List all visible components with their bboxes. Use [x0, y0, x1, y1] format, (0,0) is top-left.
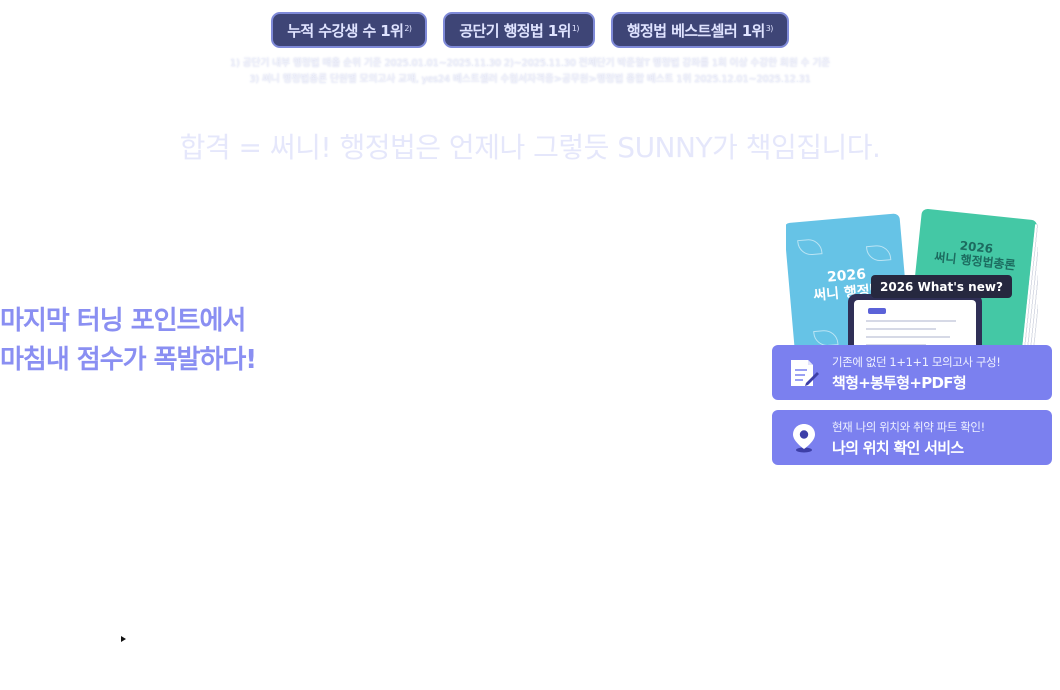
headline-line-1: 마지막 터닝 포인트에서	[0, 306, 246, 336]
headline: 마지막 터닝 포인트에서 마침내 점수가 폭발하다!	[0, 302, 257, 380]
slogan: 합격 = 써니! 행정법은 언제나 그렇듯 SUNNY가 책임집니다.	[179, 131, 881, 164]
feature-subtitle: 기존에 없던 1+1+1 모의고사 구성!	[832, 355, 1001, 369]
feature-card-mock-exam: 기존에 없던 1+1+1 모의고사 구성! 책형+봉투형+PDF형	[772, 345, 1052, 400]
play-icon[interactable]	[121, 636, 126, 642]
feature-subtitle: 현재 나의 위치와 취약 파트 확인!	[832, 420, 985, 434]
book-covers-image: 2026 써니 행정법총론 2026 써니 행정법	[786, 208, 1038, 348]
badge-label: 행정법 베스트셀러 1위	[626, 21, 765, 40]
feature-card-position-check: 현재 나의 위치와 취약 파트 확인! 나의 위치 확인 서비스	[772, 410, 1052, 465]
footnote-line: 1) 공단기 내부 행정법 매출 순위 기준 2025.01.01~2025.1…	[229, 58, 831, 69]
badge-footnote-ref: 2)	[404, 23, 412, 33]
headline-line-2: 마침내 점수가 폭발하다!	[0, 345, 257, 375]
location-pin-icon	[793, 424, 815, 453]
footnote-line: 3) 써니 행정법총론 단원별 모의고사 교재, yes24 베스트셀러 수험서…	[249, 74, 811, 85]
whats-new-tag: 2026 What's new?	[871, 275, 1012, 298]
tablet-device-icon	[848, 294, 982, 348]
badge-footnote-ref: 3)	[765, 23, 774, 33]
footnotes: 1) 공단기 내부 행정법 매출 순위 기준 2025.01.01~2025.1…	[0, 56, 1060, 88]
badge-label: 누적 수강생 수 1위	[287, 21, 404, 40]
feature-title: 나의 위치 확인 서비스	[832, 439, 964, 457]
badge-footnote-ref: 1)	[571, 23, 580, 33]
document-pen-icon	[791, 360, 819, 386]
feature-title: 책형+봉투형+PDF형	[832, 374, 967, 392]
badge-label: 공단기 행정법 1위	[459, 21, 571, 40]
